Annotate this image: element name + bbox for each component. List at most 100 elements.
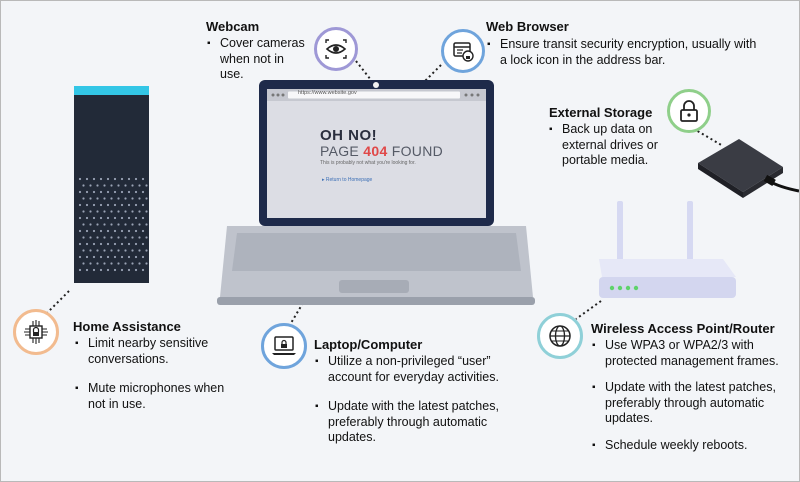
grille-dot <box>96 184 99 187</box>
web-browser-bullet-1: Ensure transit security encryption, usua… <box>487 37 760 68</box>
router-led <box>617 285 623 291</box>
grille-dot <box>134 242 138 246</box>
smart-speaker <box>74 86 149 283</box>
grille-dot <box>141 216 145 220</box>
wireless-bullet-3: Schedule weekly reboots. <box>592 438 793 454</box>
wireless-bullet-1: Use WPA3 or WPA2/3 with protected manage… <box>592 338 793 369</box>
browser-url[interactable]: https://www.website.gov <box>298 90 357 96</box>
grille-dot <box>82 197 85 200</box>
grille-dot <box>131 197 134 200</box>
grille-dot <box>78 242 82 246</box>
router-led <box>625 285 631 291</box>
grille-dot <box>89 197 92 200</box>
chip-lock-icon <box>24 320 48 344</box>
grille-dot <box>120 255 124 259</box>
grille-dot <box>134 268 138 272</box>
grille-dot <box>138 210 141 213</box>
grille-dot <box>85 177 89 181</box>
grille-dot <box>96 197 99 200</box>
grille-dot <box>92 268 96 272</box>
grille-dot <box>92 229 96 233</box>
error-subtext: This is probably not what you're looking… <box>320 160 416 166</box>
speaker-grille <box>78 177 148 272</box>
grille-dot <box>127 177 131 181</box>
router-leds <box>609 285 639 291</box>
grille-dot <box>124 249 127 252</box>
grille-dot <box>131 262 134 265</box>
return-home-link[interactable]: ▸ Return to Homepage <box>322 177 373 183</box>
grille-dot <box>113 242 117 246</box>
grille-dot <box>99 229 103 233</box>
laptop-bullet-1: Utilize a non-privileged “user” account … <box>315 354 524 385</box>
grille-dot <box>99 255 103 259</box>
grille-dot <box>99 203 103 207</box>
grille-dot <box>145 223 148 226</box>
external-drive-illustration <box>698 139 799 198</box>
grille-dot <box>99 177 103 181</box>
grille-dot <box>85 229 89 233</box>
grille-dot <box>124 223 127 226</box>
grille-dot <box>113 216 117 220</box>
grille-dot <box>85 268 89 272</box>
grille-dot <box>103 210 106 213</box>
grille-dot <box>134 203 138 207</box>
browser-lock-icon <box>453 42 474 62</box>
grille-dot <box>127 229 131 233</box>
grille-dot <box>141 177 145 181</box>
grille-dot <box>145 210 148 213</box>
grille-dot <box>78 177 82 181</box>
grille-dot <box>103 184 106 187</box>
return-home-label: Return to Homepage <box>325 177 373 183</box>
grille-dot <box>141 242 145 246</box>
grille-dot <box>82 210 85 213</box>
grille-dot <box>134 177 138 181</box>
grille-dot <box>127 268 131 272</box>
grille-dot <box>99 190 103 194</box>
grille-dot <box>106 268 110 272</box>
grille-dot <box>120 242 124 246</box>
grille-dot <box>145 184 148 187</box>
grille-dot <box>99 242 103 246</box>
router-illustration <box>599 201 736 298</box>
grille-dot <box>106 242 110 246</box>
grille-dot <box>99 216 103 220</box>
grille-dot <box>131 223 134 226</box>
grille-dot <box>141 203 145 207</box>
grille-dot <box>120 229 124 233</box>
grille-dot <box>110 197 113 200</box>
globe-icon <box>549 325 571 347</box>
error-code: 404 <box>363 143 388 159</box>
grille-dot <box>92 216 96 220</box>
grille-dot <box>124 262 127 265</box>
grille-dot <box>82 236 85 239</box>
grille-dot <box>127 216 131 220</box>
grille-dot <box>131 184 134 187</box>
grille-dot <box>117 249 120 252</box>
grille-dot <box>78 203 82 207</box>
grille-dot <box>145 197 148 200</box>
grille-dot <box>145 236 148 239</box>
grille-dot <box>124 184 127 187</box>
grille-dot <box>134 216 138 220</box>
home-assistance-icon-circle <box>13 309 59 355</box>
grille-dot <box>82 184 85 187</box>
grille-dot <box>92 242 96 246</box>
grille-dot <box>103 262 106 265</box>
grille-dot <box>141 229 145 233</box>
grille-dot <box>134 255 138 259</box>
laptop-illustration <box>217 80 535 305</box>
grille-dot <box>92 203 96 207</box>
grille-dot <box>120 190 124 194</box>
grille-dot <box>117 184 120 187</box>
grille-dot <box>127 255 131 259</box>
grille-dot <box>85 242 89 246</box>
keyboard <box>232 233 521 271</box>
grille-dot <box>78 190 82 194</box>
wireless-icon-circle <box>537 313 583 359</box>
page-word: PAGE <box>320 143 360 159</box>
grille-dot <box>82 262 85 265</box>
grille-dot <box>120 203 124 207</box>
address-bar <box>288 91 460 99</box>
grille-dot <box>106 255 110 259</box>
